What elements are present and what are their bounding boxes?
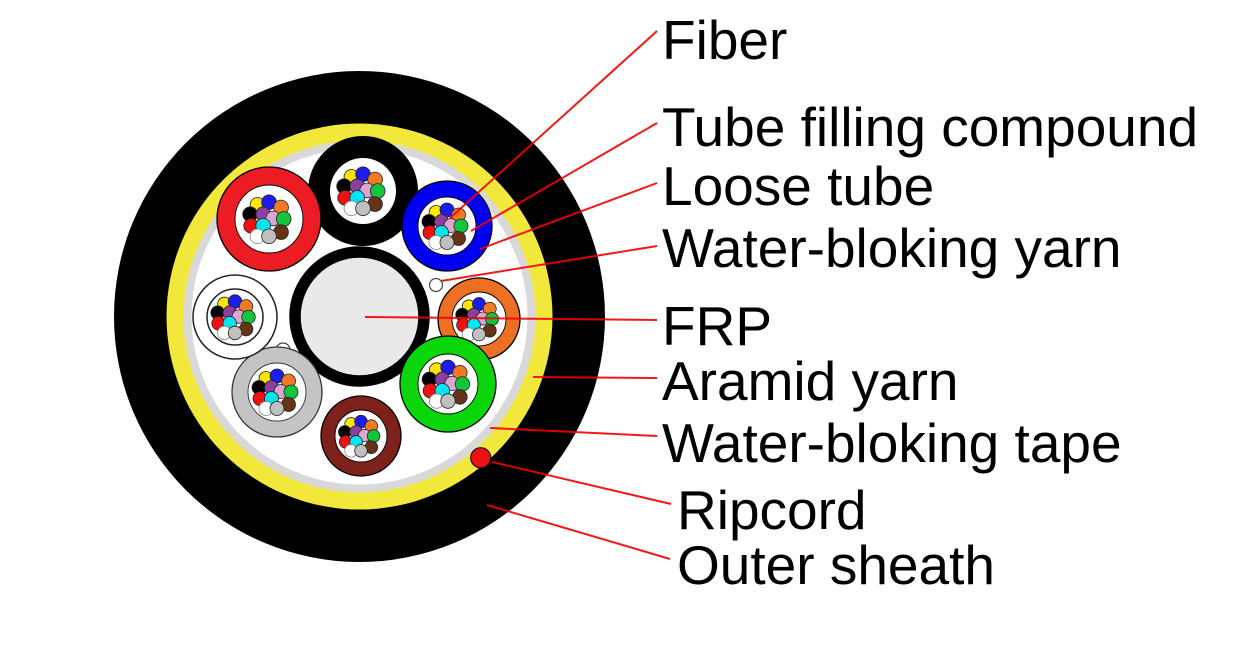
loose-tube-black: [308, 136, 418, 246]
leader-line-frp: [364, 316, 658, 321]
fiber-green: [241, 309, 256, 325]
fiber-grey: [440, 393, 456, 409]
fiber-green: [454, 376, 471, 392]
leader-line-aramid-yarn: [532, 376, 658, 379]
fiber-grey: [472, 327, 486, 342]
label-water-bloking-yarn: Water-bloking yarn: [662, 217, 1122, 279]
fiber-green: [366, 429, 381, 443]
fiber-green: [369, 183, 386, 199]
label-fiber: Fiber: [662, 9, 788, 71]
fiber-green: [275, 211, 292, 227]
label-aramid-yarn: Aramid yarn: [662, 350, 959, 412]
leader-line-tube-filling-compound: [470, 122, 658, 232]
leader-line-water-bloking-tape: [489, 427, 658, 437]
label-frp: FRP: [662, 295, 772, 357]
fiber-green: [453, 218, 469, 234]
label-water-bloking-tape: Water-bloking tape: [662, 412, 1122, 474]
loose-tube-brown: [320, 395, 402, 477]
loose-tube-red: [216, 166, 322, 272]
fiber-green: [283, 384, 299, 400]
fiber-grey: [355, 200, 371, 217]
leader-line-ripcord: [491, 461, 672, 505]
label-ripcord: Ripcord: [677, 479, 867, 541]
fiber-grey: [269, 401, 285, 416]
loose-tube-white: [192, 274, 278, 360]
leader-line-fiber: [449, 30, 658, 219]
fiber-grey: [227, 325, 243, 341]
label-loose-tube: Loose tube: [662, 155, 935, 217]
fiber-grey: [439, 235, 455, 250]
loose-tube-green: [399, 335, 497, 433]
leader-line-water-bloking-yarn: [440, 245, 658, 282]
ripcord-dot: [470, 447, 492, 469]
water-bloking-yarn-circle: [428, 277, 444, 293]
leader-line-loose-tube: [479, 182, 658, 250]
loose-tube-slate: [231, 346, 323, 438]
leader-line-outer-sheath: [486, 504, 671, 560]
fiber-grey: [354, 444, 368, 458]
frp-member: [289, 246, 430, 387]
fiber-grey: [261, 228, 277, 245]
label-tube-filling-compound: Tube filling compound: [662, 96, 1199, 158]
loose-tube-blue: [401, 180, 493, 272]
label-outer-sheath: Outer sheath: [677, 534, 995, 596]
